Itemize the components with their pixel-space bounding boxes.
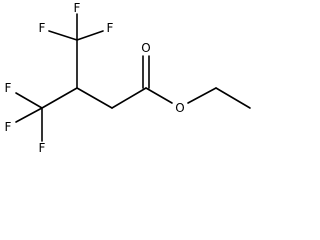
atom-labels: F F F F F F O O xyxy=(5,1,185,155)
atom-f-left-upper: F xyxy=(5,81,12,95)
atom-f-bottom: F xyxy=(39,141,46,155)
chemical-structure: F F F F F F O O xyxy=(5,1,251,155)
atom-f-top-left: F xyxy=(39,21,46,35)
bond-ester-o-ethyl xyxy=(187,87,217,104)
bond-carbonyl-ester-o xyxy=(145,87,173,104)
bond-c-f-left-lower xyxy=(15,107,43,123)
atom-o-ester: O xyxy=(175,101,184,115)
bond-ethyl-methyl xyxy=(215,87,251,109)
atom-f-left-lower: F xyxy=(5,120,12,134)
bond-ch-ch2 xyxy=(76,87,113,109)
atom-f-top-right: F xyxy=(107,21,114,35)
bonds xyxy=(15,13,251,142)
atom-f-top-center: F xyxy=(74,1,81,15)
bond-ch2-carbonyl xyxy=(111,87,147,109)
bond-ch-cf3-lower xyxy=(41,87,78,109)
bond-c-f-top-left xyxy=(48,30,78,41)
bond-c-f-top-right xyxy=(76,30,104,41)
atom-o-carbonyl: O xyxy=(141,41,150,55)
bond-c-f-left-upper xyxy=(15,92,43,109)
